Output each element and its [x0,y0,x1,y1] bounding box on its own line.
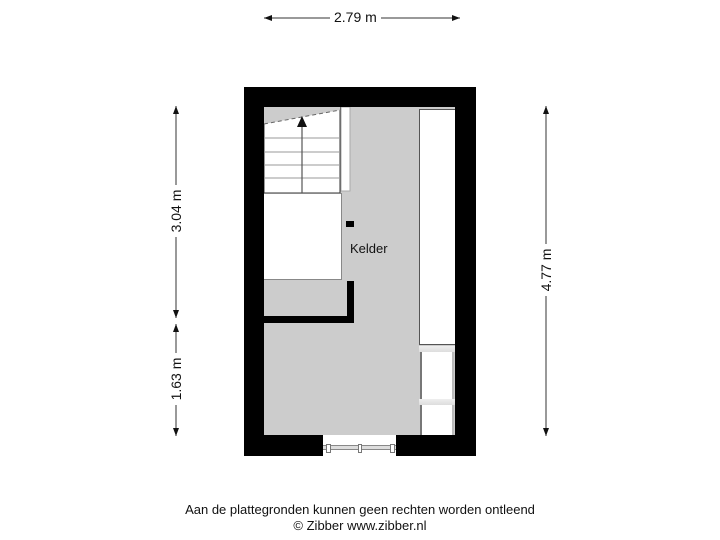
internal-wall-vertical [347,281,354,323]
copyright-text: © Zibber www.zibber.nl [293,518,427,533]
tall-cabinet [419,109,455,345]
left-lower-label: 1.63 m [168,353,184,405]
disclaimer-text: Aan de plattegronden kunnen geen rechten… [185,502,535,517]
room-label: Kelder [350,241,388,256]
storage-box [264,193,342,280]
right-total-label: 4.77 m [538,244,554,296]
stair-direction-arrow-icon [297,116,307,127]
top-width-label: 2.79 m [330,9,381,25]
wall-bottom-left [244,435,323,456]
wall-left [244,87,264,456]
window-opening [323,435,396,456]
window-frame-left [326,444,331,453]
internal-wall-horizontal [264,316,354,323]
left-upper-label: 3.04 m [168,185,184,237]
cabinet-gap [419,346,455,352]
wall-top [244,87,476,107]
appliance-1 [420,352,454,400]
meter-box [346,221,354,227]
staircase [264,107,351,194]
wall-right [455,87,476,456]
cabinet-gap [419,399,455,405]
window-frame-right [390,444,395,453]
wall-bottom-right [396,435,476,456]
window-frame-mid [358,444,362,453]
appliance-2 [420,405,454,435]
